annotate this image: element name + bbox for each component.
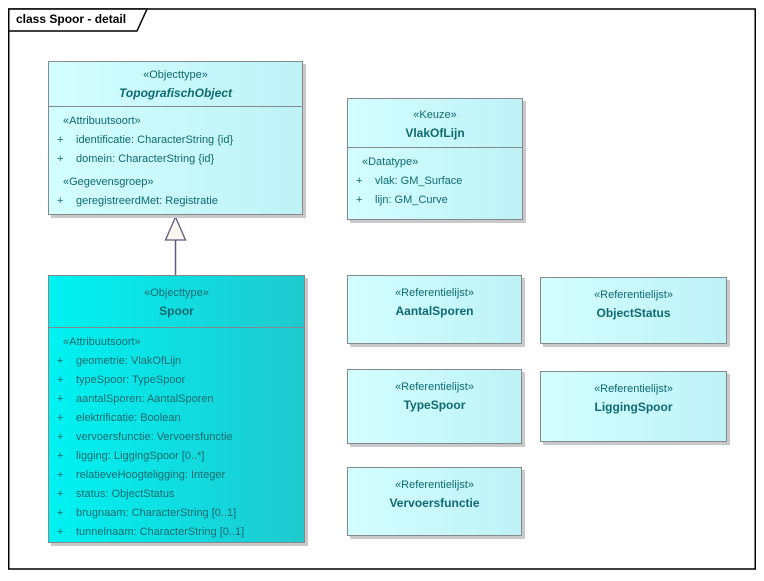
attribute-row: + aantalSporen: AantalSporen (49, 390, 304, 409)
attribute-row: + vlak: GM_Surface (348, 172, 522, 191)
class-header: «Referentielijst» LiggingSpoor (541, 372, 726, 416)
section-label: «Attribuutsoort» (63, 115, 141, 127)
attribute-compartment: «Attribuutsoort» + geometrie: VlakOfLijn… (49, 328, 304, 542)
diagram-title: class Spoor - detail (16, 12, 127, 26)
attribute-row: + vervoersfunctie: Vervoersfunctie (49, 428, 304, 447)
attribute-text: vervoersfunctie: Vervoersfunctie (76, 431, 233, 443)
attribute-row: + geregistreerdMet: Registratie (49, 192, 302, 211)
visibility-marker: + (57, 195, 64, 207)
class-name: VlakOfLijn (405, 126, 465, 140)
attribute-row: + domein: CharacterString {id} (49, 150, 302, 169)
attribute-row: + typeSpoor: TypeSpoor (49, 371, 304, 390)
visibility-marker: + (356, 175, 363, 187)
attribute-text: brugnaam: CharacterString [0..1] (76, 507, 237, 519)
stereotype-label: «Referentielijst» (594, 289, 673, 301)
stereotype-label: «Objecttype» (144, 287, 209, 299)
stereotype-label: «Referentielijst» (594, 383, 673, 395)
visibility-marker: + (57, 393, 64, 405)
attribute-compartment: «Attribuutsoort» + identificatie: Charac… (49, 107, 302, 211)
attribute-text: vlak: GM_Surface (375, 175, 463, 187)
class-name: TypeSpoor (403, 398, 466, 412)
attribute-text: identificatie: CharacterString {id} (76, 134, 234, 146)
section-label: «Datatype» (362, 156, 419, 168)
class-vervoersfunctie[interactable]: «Referentielijst» Vervoersfunctie (347, 467, 522, 536)
class-name: AantalSporen (395, 304, 474, 318)
class-name: ObjectStatus (596, 306, 671, 320)
class-name: LiggingSpoor (594, 400, 673, 414)
class-name: TopografischObject (119, 86, 232, 100)
attribute-text: ligging: LiggingSpoor [0..*] (76, 450, 205, 462)
section-label: «Gegevensgroep» (63, 176, 154, 188)
class-liggingspoor[interactable]: «Referentielijst» LiggingSpoor (540, 371, 727, 442)
class-header: «Referentielijst» AantalSporen (348, 276, 521, 320)
visibility-marker: + (57, 450, 64, 462)
attribute-row: + relatieveHoogteligging: Integer (49, 466, 304, 485)
attribute-row: + ligging: LiggingSpoor [0..*] (49, 447, 304, 466)
attribute-row: + identificatie: CharacterString {id} (49, 131, 302, 150)
class-typespoor[interactable]: «Referentielijst» TypeSpoor (347, 369, 522, 444)
attribute-text: tunnelnaam: CharacterString [0..1] (76, 526, 245, 538)
class-header: «Objecttype» Spoor (49, 276, 304, 328)
class-header: «Keuze» VlakOfLijn (348, 99, 522, 148)
attribute-text: elektrificatie: Boolean (76, 412, 181, 424)
visibility-marker: + (57, 526, 64, 538)
class-header: «Referentielijst» TypeSpoor (348, 370, 521, 414)
attribute-text: lijn: GM_Curve (375, 194, 448, 206)
diagram-frame-tab (8, 8, 149, 32)
attribute-compartment: «Datatype» + vlak: GM_Surface + lijn: GM… (348, 148, 522, 210)
class-objectstatus[interactable]: «Referentielijst» ObjectStatus (540, 277, 727, 344)
class-vlakoflijn[interactable]: «Keuze» VlakOfLijn «Datatype» + vlak: GM… (347, 98, 523, 220)
attribute-text: aantalSporen: AantalSporen (76, 393, 214, 405)
visibility-marker: + (57, 488, 64, 500)
class-header: «Referentielijst» ObjectStatus (541, 278, 726, 322)
attribute-row: + geometrie: VlakOfLijn (49, 352, 304, 371)
attribute-text: typeSpoor: TypeSpoor (76, 374, 186, 386)
visibility-marker: + (57, 469, 64, 481)
attribute-row: + status: ObjectStatus (49, 485, 304, 504)
section-label: «Attribuutsoort» (63, 336, 141, 348)
visibility-marker: + (57, 507, 64, 519)
generalization-arrowhead (164, 215, 187, 241)
visibility-marker: + (57, 153, 64, 165)
class-spoor[interactable]: «Objecttype» Spoor «Attribuutsoort» + ge… (48, 275, 305, 543)
class-header: «Referentielijst» Vervoersfunctie (348, 468, 521, 512)
stereotype-label: «Referentielijst» (395, 479, 474, 491)
visibility-marker: + (57, 134, 64, 146)
visibility-marker: + (356, 194, 363, 206)
stereotype-label: «Referentielijst» (395, 381, 474, 393)
attribute-text: geometrie: VlakOfLijn (76, 355, 182, 367)
visibility-marker: + (57, 431, 64, 443)
visibility-marker: + (57, 355, 64, 367)
class-name: Vervoersfunctie (389, 496, 480, 510)
class-aantalsporen[interactable]: «Referentielijst» AantalSporen (347, 275, 522, 344)
attribute-row: + lijn: GM_Curve (348, 191, 522, 210)
visibility-marker: + (57, 374, 64, 386)
class-topografischobject[interactable]: «Objecttype» TopografischObject «Attribu… (48, 61, 303, 215)
stereotype-label: «Keuze» (413, 109, 457, 121)
class-header: «Objecttype» TopografischObject (49, 62, 302, 107)
visibility-marker: + (57, 412, 64, 424)
diagram-frame (8, 8, 756, 570)
attribute-text: status: ObjectStatus (76, 488, 175, 500)
class-name: Spoor (159, 304, 194, 318)
attribute-text: relatieveHoogteligging: Integer (76, 469, 226, 481)
stereotype-label: «Objecttype» (143, 69, 208, 81)
attribute-row: + elektrificatie: Boolean (49, 409, 304, 428)
stereotype-label: «Referentielijst» (395, 287, 474, 299)
attribute-text: domein: CharacterString {id} (76, 153, 215, 165)
attribute-text: geregistreerdMet: Registratie (76, 195, 218, 207)
attribute-row: + brugnaam: CharacterString [0..1] (49, 504, 304, 523)
attribute-row: + tunnelnaam: CharacterString [0..1] (49, 523, 304, 542)
